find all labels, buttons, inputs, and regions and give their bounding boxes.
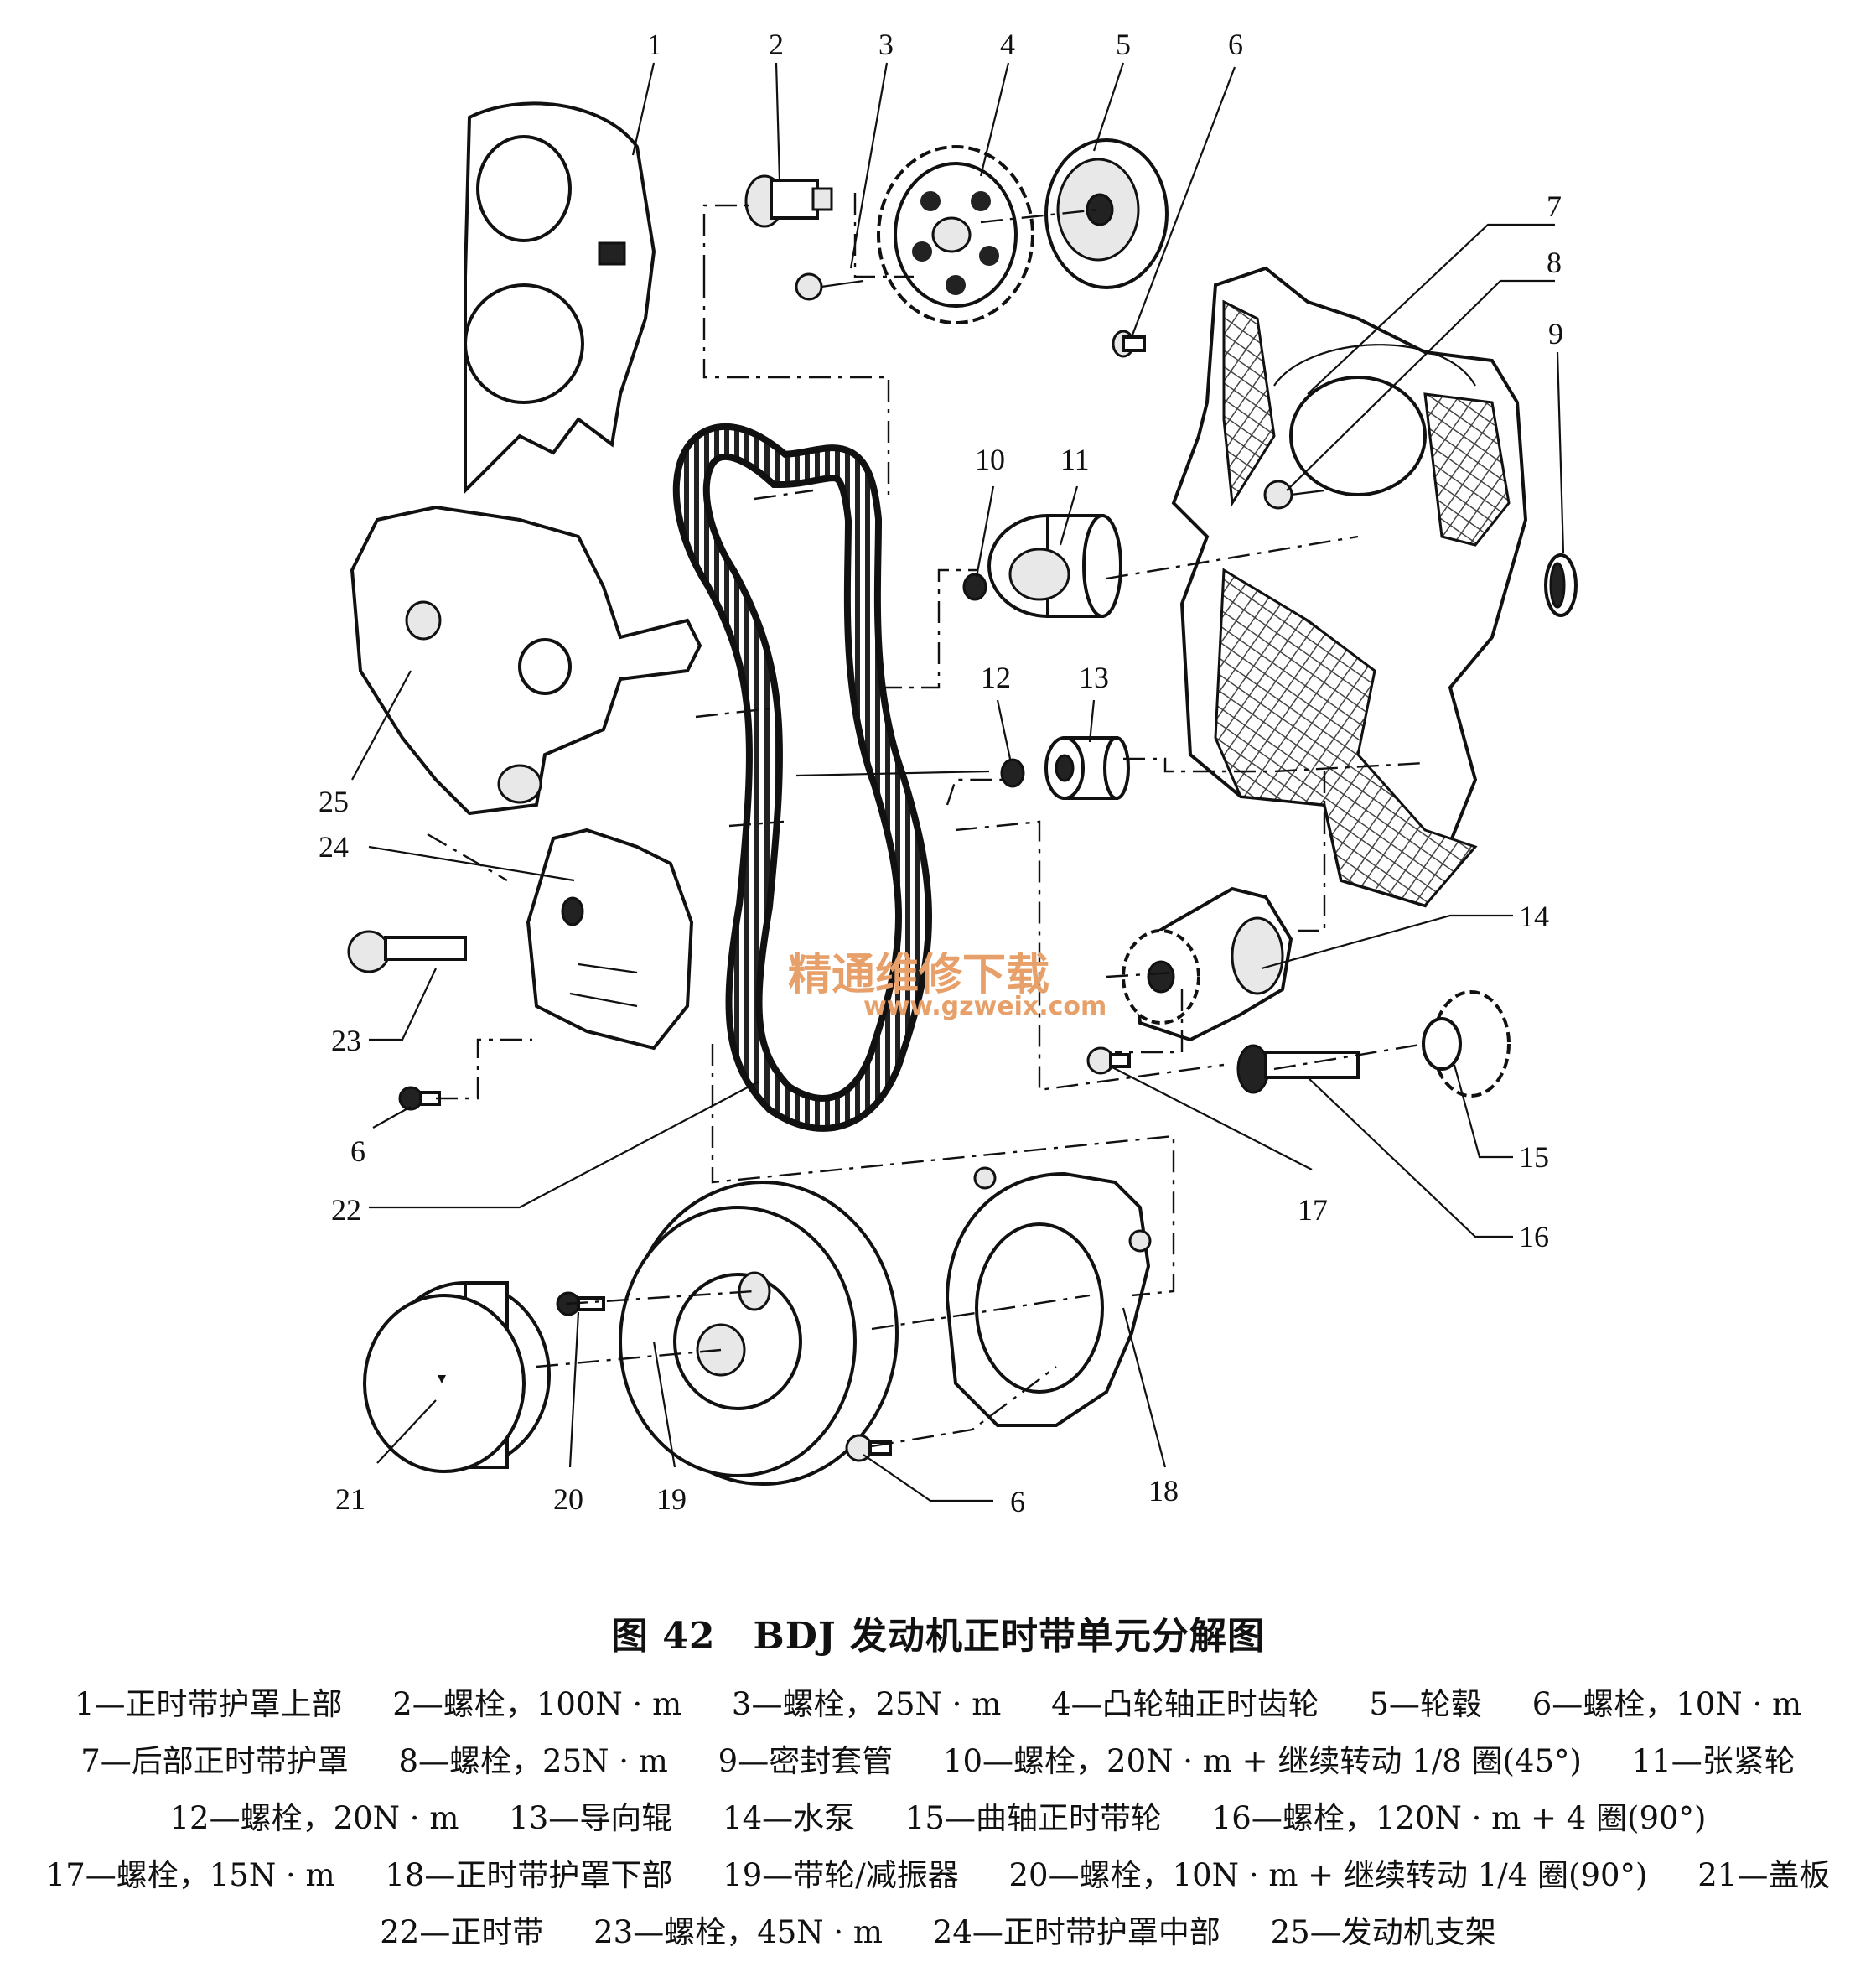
label-4: 4 — [1000, 28, 1015, 61]
label-6-top: 6 — [1228, 28, 1243, 61]
legend-item: 23—螺栓，45N · m — [593, 1914, 884, 1950]
hub — [1044, 138, 1169, 289]
label-17: 17 — [1298, 1193, 1328, 1227]
legend-item: 20—螺栓，10N · m + 继续转动 1/4 圈(90°) — [1008, 1857, 1648, 1893]
label-25: 25 — [319, 785, 349, 818]
label-21: 21 — [335, 1482, 365, 1516]
bolt-6-left — [398, 1086, 441, 1111]
svg-text:www.gzweix.com: www.gzweix.com — [863, 992, 1106, 1021]
legend-item: 3—螺栓，25N · m — [731, 1686, 1002, 1722]
label-9: 9 — [1548, 317, 1563, 350]
legend-item: 17—螺栓，15N · m — [45, 1857, 335, 1893]
bolt-10 — [962, 573, 987, 601]
legend-item: 19—带轮/减振器 — [723, 1857, 959, 1893]
lower-belt-cover — [945, 1166, 1152, 1427]
legend-item: 25—发动机支架 — [1270, 1914, 1496, 1950]
legend-item: 21—盖板 — [1697, 1857, 1831, 1893]
bolt-2 — [744, 174, 833, 228]
guide-roller — [1044, 736, 1130, 800]
water-pump — [1122, 886, 1293, 1042]
pulley-damper — [619, 1181, 899, 1486]
label-22: 22 — [331, 1193, 361, 1227]
label-16: 16 — [1519, 1220, 1549, 1253]
legend-item: 15—曲轴正时带轮 — [904, 1800, 1162, 1836]
legend-item: 4—凸轮轴正时齿轮 — [1051, 1686, 1319, 1722]
engine-bracket — [350, 505, 702, 816]
legend-item: 22—正时带 — [380, 1914, 544, 1950]
label-18: 18 — [1148, 1474, 1179, 1508]
watermark: 精通维修下载 www.gzweix.com — [788, 950, 1106, 1021]
legend-item: 16—螺栓，120N · m + 4 圈(90°) — [1211, 1800, 1707, 1836]
crank-timing-pulley — [1422, 990, 1511, 1098]
bolt-6-top — [1112, 330, 1146, 358]
legend-item: 13—导向辊 — [509, 1800, 673, 1836]
bolt-3 — [795, 272, 864, 301]
middle-belt-cover — [526, 828, 694, 1051]
bolt-17 — [1086, 1046, 1131, 1075]
label-14: 14 — [1519, 900, 1549, 933]
label-13: 13 — [1079, 661, 1109, 694]
parts-legend: 1—正时带护罩上部 2—螺栓，100N · m 3—螺栓，25N · m 4—凸… — [0, 1676, 1876, 1961]
tensioner — [987, 514, 1122, 618]
figure-caption: 图 42 BDJ 发动机正时带单元分解图 1—正时带护罩上部 2—螺栓，100N… — [0, 1606, 1876, 1961]
bolt-6-bottom — [845, 1434, 892, 1462]
legend-item: 14—水泵 — [723, 1800, 856, 1836]
label-5: 5 — [1116, 28, 1131, 61]
figure-title: 图 42 BDJ 发动机正时带单元分解图 — [610, 1615, 1266, 1658]
label-10: 10 — [975, 443, 1005, 476]
part-number-labels: 1 2 3 4 5 6 7 8 9 10 11 12 13 14 15 16 1… — [319, 28, 1563, 1518]
rear-belt-cover — [1171, 266, 1528, 908]
camshaft-sprocket — [877, 145, 1034, 324]
legend-item: 24—正时带护罩中部 — [932, 1914, 1220, 1950]
label-11: 11 — [1060, 443, 1090, 476]
seal-sleeve — [1544, 553, 1578, 617]
legend-item: 8—螺栓，25N · m — [398, 1743, 668, 1779]
label-20: 20 — [553, 1482, 583, 1516]
label-3: 3 — [878, 28, 894, 61]
label-15: 15 — [1519, 1140, 1549, 1174]
label-6-bottom: 6 — [1010, 1485, 1025, 1518]
timing-belt — [672, 423, 932, 1132]
label-1: 1 — [647, 28, 662, 61]
bolt-16 — [1236, 1044, 1360, 1094]
legend-item: 18—正时带护罩下部 — [385, 1857, 673, 1893]
label-2: 2 — [769, 28, 784, 61]
legend-item: 5—轮毂 — [1369, 1686, 1482, 1722]
bolt-12 — [1000, 758, 1025, 788]
legend-item: 6—螺栓，10N · m — [1531, 1686, 1802, 1722]
legend-item: 2—螺栓，100N · m — [392, 1686, 682, 1722]
label-23: 23 — [331, 1024, 361, 1057]
cover-plate — [363, 1281, 551, 1473]
label-24: 24 — [319, 830, 349, 864]
exploded-view-diagram: 精通维修下载 www.gzweix.com 1 2 3 4 5 6 7 8 9 … — [319, 28, 1578, 1518]
legend-item: 1—正时带护罩上部 — [74, 1686, 343, 1722]
leader-lines — [351, 62, 1565, 1502]
bolt-8 — [1263, 480, 1325, 510]
assembly-axis-lines — [427, 193, 1426, 1448]
label-6-left: 6 — [350, 1134, 365, 1168]
legend-item: 10—螺栓，20N · m + 继续转动 1/8 圈(45°) — [942, 1743, 1582, 1779]
label-19: 19 — [656, 1482, 687, 1516]
bolt-23 — [347, 930, 467, 973]
legend-item: 11—张紧轮 — [1631, 1743, 1796, 1779]
legend-item: 7—后部正时带护罩 — [80, 1743, 349, 1779]
upper-belt-cover — [464, 101, 656, 495]
svg-text:精通维修下载: 精通维修下载 — [788, 950, 1049, 1000]
label-8: 8 — [1547, 246, 1562, 279]
legend-item: 9—密封套管 — [718, 1743, 894, 1779]
label-12: 12 — [981, 661, 1011, 694]
label-7: 7 — [1547, 189, 1562, 223]
legend-item: 12—螺栓，20N · m — [169, 1800, 459, 1836]
